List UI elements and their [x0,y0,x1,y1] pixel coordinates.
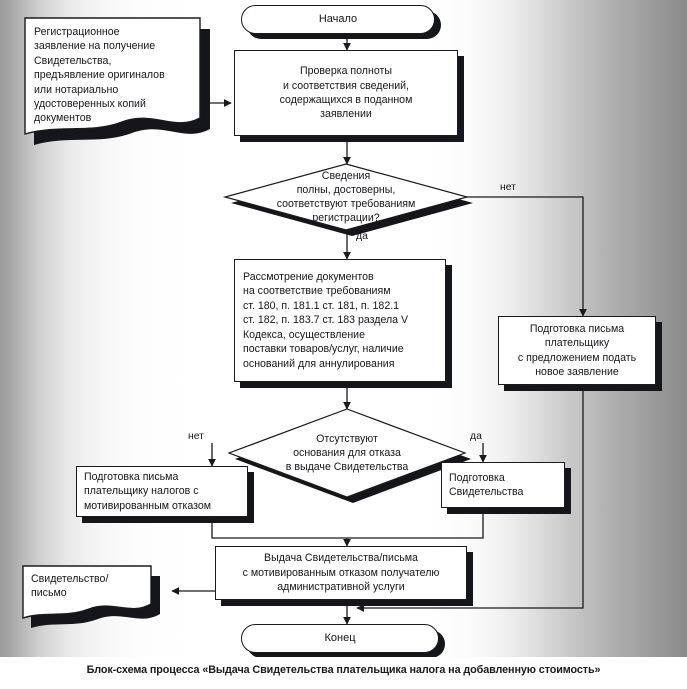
node-review-documents-label: Рассмотрение документов на соответствие … [243,271,409,370]
node-input-document-label: Регистрационное заявление на получение С… [34,26,165,125]
node-letter-refusal: Подготовка письма плательщику налогов с … [76,466,248,517]
edge-label-refusal-yes: да [470,431,482,442]
node-issue-certificate: Выдача Свидетельства/письма с мотивирова… [215,546,467,600]
edge-certificate-merge [347,508,484,539]
node-prepare-certificate: Подготовка Свидетельства [441,462,565,508]
edge-label-refusal-no: нет [188,431,204,442]
edge-decision1-no [466,196,587,317]
node-decision-info-valid: Сведения полны, достоверны, соответствую… [222,163,473,236]
node-letter-new-application-label: Подготовка письма плательщику с предложе… [517,322,637,378]
node-letter-new-application: Подготовка письма плательщику с предложе… [498,316,656,385]
node-letter-refusal-label: Подготовка письма плательщику налогов с … [84,470,212,512]
edge-label-info-valid-yes: да [356,231,368,242]
node-output-document-label: Свидетельство/ письмо [31,573,109,600]
node-decision-no-refusal-grounds: Отсутствуют основания для отказа в выдач… [227,408,471,503]
node-output-document: Свидетельство/ письмо [22,565,160,628]
node-decision-info-valid-label: Сведения полны, достоверны, соответствую… [276,169,416,225]
node-check-completeness-label: Проверка полноты и соответствия сведений… [279,65,413,121]
node-check-completeness: Проверка полноты и соответствия сведений… [234,50,458,136]
node-decision-no-refusal-grounds-label: Отсутствуют основания для отказа в выдач… [285,432,409,474]
edge-letterNew-to-end [356,391,584,612]
node-prepare-certificate-label: Подготовка Свидетельства [449,471,524,498]
node-end-label: Конец [324,632,356,645]
node-issue-certificate-label: Выдача Свидетельства/письма с мотивирова… [242,552,440,594]
edge-label-info-valid-no: нет [500,182,516,193]
node-input-document: Регистрационное заявление на получение С… [24,17,210,145]
figure-caption: Блок-схема процесса «Выдача Свидетельств… [86,664,601,676]
node-start: Начало [241,5,435,34]
edge-refusal-merge [211,517,347,539]
node-end: Конец [241,624,439,653]
node-review-documents: Рассмотрение документов на соответствие … [234,259,446,382]
node-start-label: Начало [318,13,358,26]
caption-background [0,657,687,689]
